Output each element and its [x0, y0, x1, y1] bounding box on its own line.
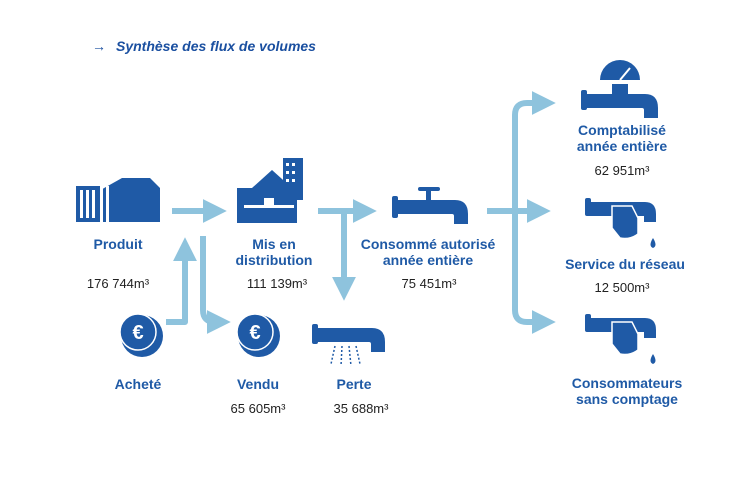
distribution-label: Mis en distribution — [229, 236, 319, 268]
metered-pipe-icon — [581, 60, 658, 118]
hand-tap-icon-service — [585, 198, 656, 248]
arrow-to-sans-comptage — [512, 211, 556, 334]
page-title-text: Synthèse des flux de volumes — [116, 38, 316, 54]
consomme-label-line1: Consommé autorisé — [360, 236, 496, 252]
comptabilise-label-line2: année entière — [576, 138, 668, 154]
perte-label: Perte — [336, 376, 372, 392]
sans-comptage-label-line1: Consommateurs — [571, 375, 683, 391]
arrow-to-comptabilise — [512, 91, 556, 211]
distribution-label-line2: distribution — [235, 252, 313, 268]
distribution-label-line1: Mis en — [252, 236, 296, 252]
consomme-label-line2: année entière — [382, 252, 474, 268]
service-label: Service du réseau — [565, 256, 685, 272]
produit-volume: 176 744m³ — [86, 276, 150, 291]
achete-label: Acheté — [114, 376, 162, 392]
svg-text:€: € — [132, 322, 143, 344]
distribution-building-icon — [237, 158, 303, 223]
arrow-achete-to-distribution — [166, 237, 197, 325]
arrow-produit-to-vendu — [200, 236, 231, 334]
comptabilise-label-line1: Comptabilisé — [578, 122, 666, 138]
consomme-label: Consommé autorisé année entière — [358, 236, 498, 268]
faucet-icon — [392, 187, 468, 224]
comptabilise-volume: 62 951m³ — [594, 163, 650, 178]
sans-comptage-label: Consommateurs sans comptage — [562, 375, 692, 407]
distribution-volume: 111 139m³ — [246, 276, 308, 291]
leaking-pipe-icon — [312, 324, 385, 367]
right-arrow-icon: → — [92, 38, 106, 54]
sans-comptage-label-line2: sans comptage — [576, 391, 678, 407]
consomme-volume: 75 451m³ — [401, 276, 457, 291]
svg-text:€: € — [249, 322, 260, 344]
hand-tap-icon-sans-comptage — [585, 314, 656, 364]
comptabilise-label: Comptabilisé année entière — [567, 122, 677, 154]
service-volume: 12 500m³ — [594, 280, 650, 295]
produit-label: Produit — [93, 236, 143, 252]
perte-volume: 35 688m³ — [333, 401, 389, 416]
vendu-volume: 65 605m³ — [230, 401, 286, 416]
vendu-label: Vendu — [236, 376, 279, 392]
reservoir-icon — [76, 178, 160, 222]
euro-coin-icon-vendu: € — [236, 313, 280, 357]
page-title: → Synthèse des flux de volumes — [92, 38, 316, 54]
euro-coin-icon-achete: € — [119, 313, 163, 357]
